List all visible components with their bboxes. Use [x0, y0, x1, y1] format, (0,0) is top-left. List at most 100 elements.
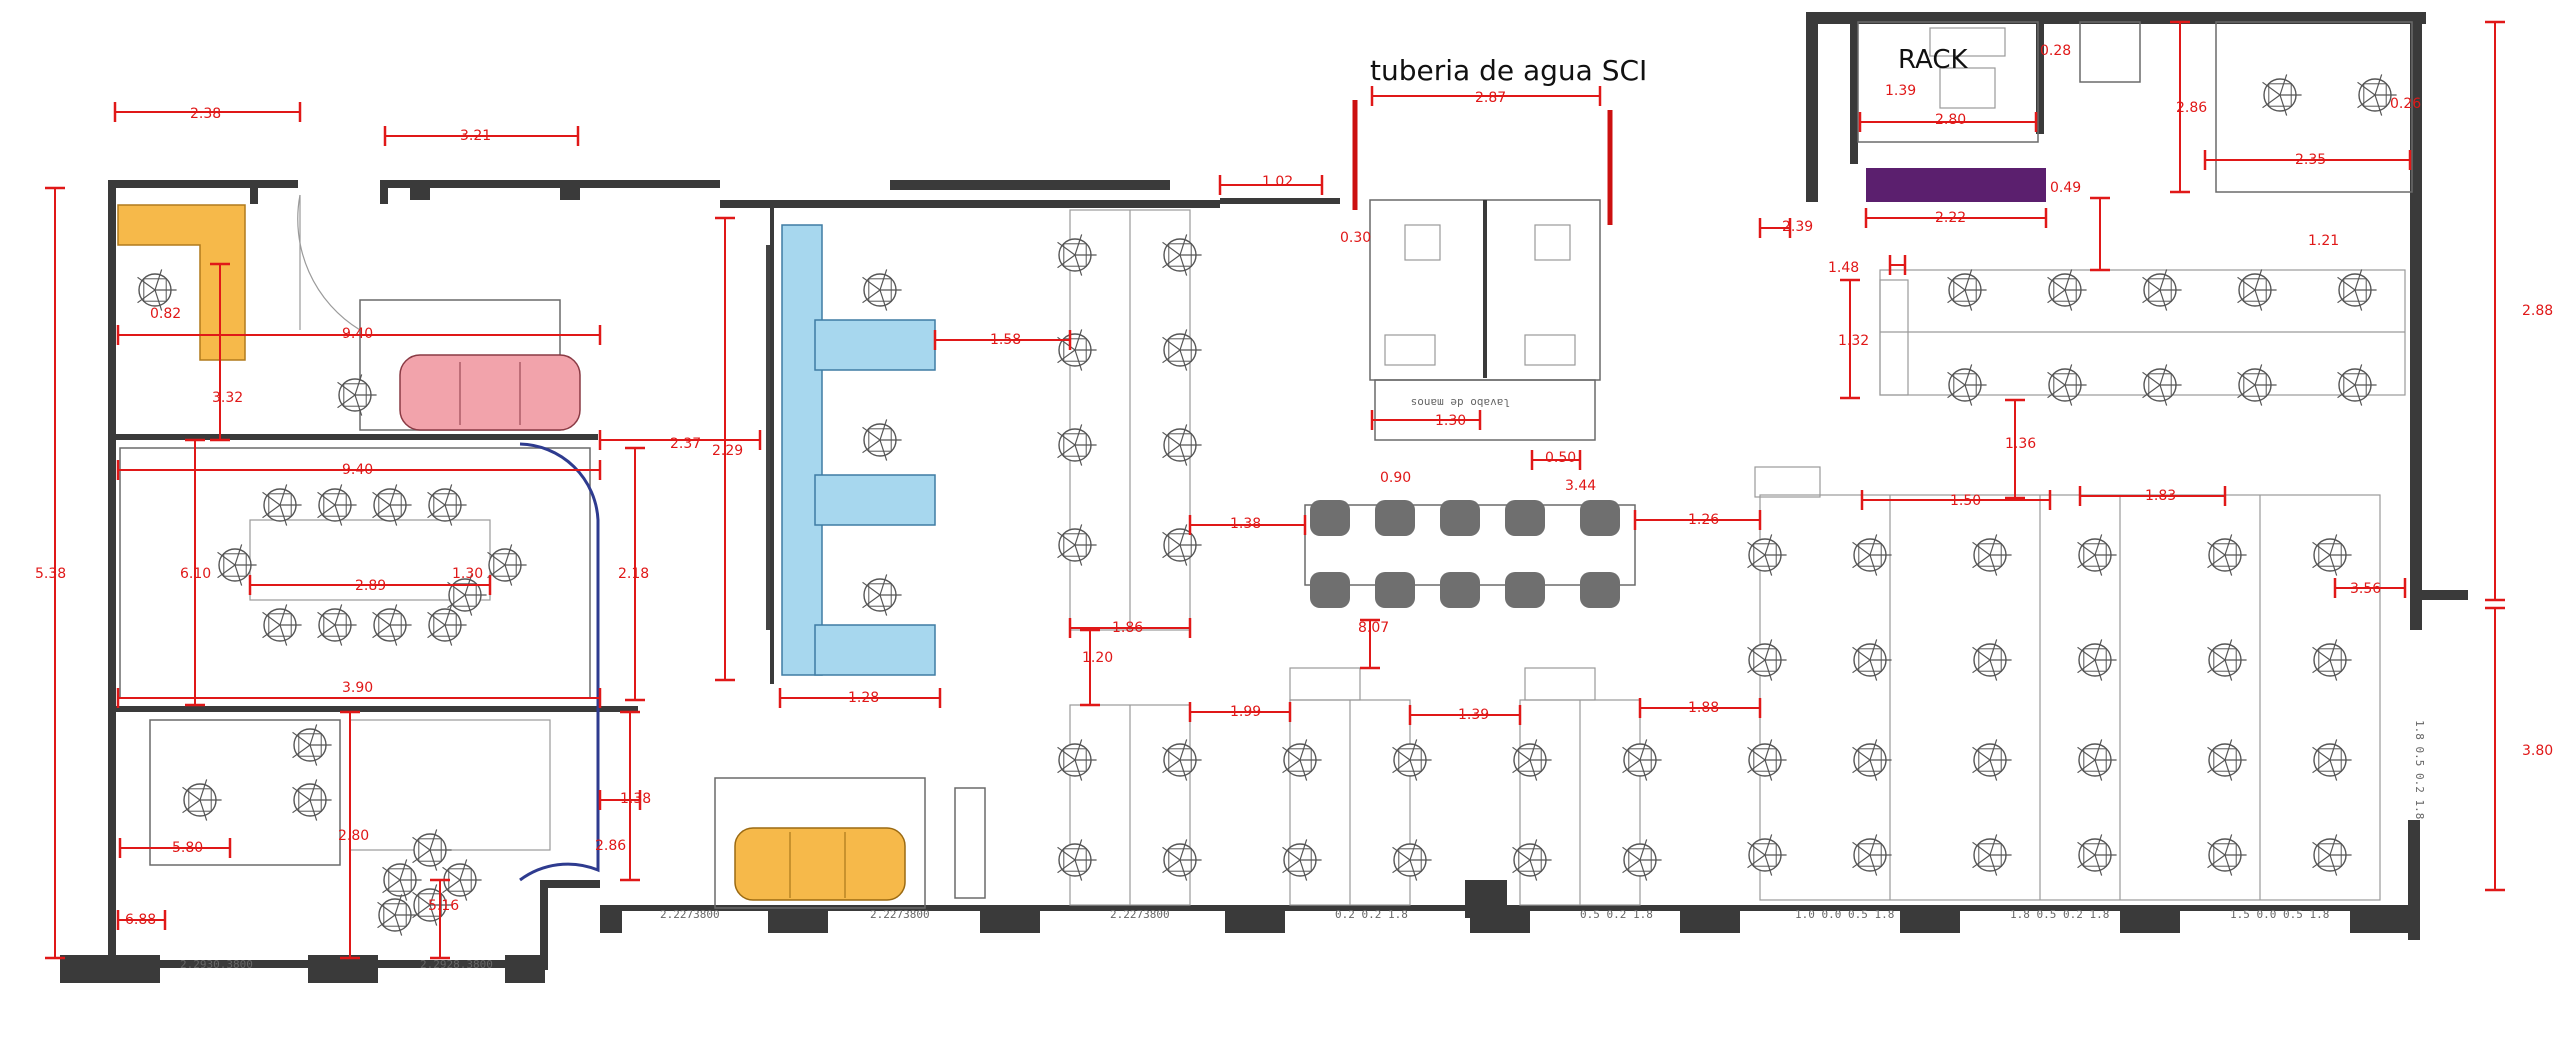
col-label-8: 1.5 0.0 0.5 1.8: [2230, 908, 2329, 921]
dim-158: 1.58: [990, 332, 1021, 348]
dim-610: 6.10: [180, 566, 211, 582]
chair-icon: [1392, 739, 1432, 781]
chair-icon: [2077, 834, 2117, 876]
chair-icon: [2077, 739, 2117, 781]
chair-icon: [862, 269, 902, 311]
dim-183: 1.83: [2145, 488, 2176, 504]
chair-icon: [412, 884, 452, 926]
blue-desk-2: [814, 474, 936, 526]
dim-940: 9.40: [342, 326, 373, 342]
dim-136: 1.36: [2005, 436, 2036, 452]
col-label-7: 1.8 0.5 0.2 1.8: [2010, 908, 2109, 921]
dim-238: 2.38: [190, 106, 221, 122]
dim-082: 0.82: [150, 306, 181, 322]
dim-139: 1.39: [1885, 83, 1916, 99]
chair-icon: [1162, 329, 1202, 371]
dim-138: 1.38: [1230, 516, 1261, 532]
chair-icon: [1057, 424, 1097, 466]
col-label-2: 2.2273800: [870, 908, 930, 921]
dim-287: 2.87: [1475, 90, 1506, 106]
dim-237: 2.37: [670, 436, 701, 452]
exterior-walls: [60, 12, 2468, 983]
chair-icon: [1622, 739, 1662, 781]
chair-icon: [2047, 364, 2087, 406]
chair-icon: [337, 374, 377, 416]
chair-icon: [1512, 739, 1552, 781]
chair-icon: [2312, 639, 2352, 681]
chair-icon: [382, 859, 422, 901]
col-label-4: 0.2 0.2 1.8: [1335, 908, 1408, 921]
chair-icon: [377, 894, 417, 936]
dim-580: 5.80: [172, 840, 203, 856]
dim-280b: 2.80: [338, 828, 369, 844]
dim-321: 3.21: [460, 128, 491, 144]
dim-940b: 9.40: [342, 462, 373, 478]
chair-icon: [2142, 364, 2182, 406]
chair-icon: [1972, 534, 2012, 576]
chair-icon: [137, 269, 177, 311]
communal-chair: [1310, 572, 1350, 608]
communal-chair: [1440, 500, 1480, 536]
dim-188: 1.88: [1688, 700, 1719, 716]
dim-030: 0.30: [1340, 230, 1371, 246]
chair-icon: [2207, 534, 2247, 576]
orange-sofa: [734, 827, 906, 901]
rack-label: RACK: [1898, 45, 1968, 75]
chair-icon: [1162, 524, 1202, 566]
dim-286b: 2.86: [595, 838, 626, 854]
dim-286: 2.86: [2176, 100, 2207, 116]
chair-icon: [2237, 269, 2277, 311]
chair-icon: [1852, 534, 1892, 576]
dim-090: 0.90: [1380, 470, 1411, 486]
chair-icon: [2337, 364, 2377, 406]
chair-icon: [2207, 639, 2247, 681]
chair-icon: [2077, 639, 2117, 681]
pink-sofa: [399, 354, 581, 431]
dimension-lines: [45, 20, 2505, 960]
chair-icon: [1057, 234, 1097, 276]
dim-229: 2.29: [712, 443, 743, 459]
chair-icon: [1162, 234, 1202, 276]
communal-chair: [1375, 500, 1415, 536]
dim-028: 0.28: [2040, 43, 2071, 59]
reception-desk: [117, 204, 246, 361]
chair-icon: [2357, 74, 2397, 116]
dim-807: 8.07: [1358, 620, 1389, 636]
dim-049: 0.49: [2050, 180, 2081, 196]
chair-icon: [182, 779, 222, 821]
chair-icon: [2207, 834, 2247, 876]
chair-icon: [1392, 839, 1432, 881]
chair-icon: [1747, 534, 1787, 576]
chair-icon: [427, 484, 467, 526]
chair-icon: [217, 544, 257, 586]
chair-icon: [1282, 739, 1322, 781]
dim-218: 2.18: [618, 566, 649, 582]
dim-121: 1.21: [2308, 233, 2339, 249]
dim-130: 1.30: [452, 566, 483, 582]
chair-icon: [317, 484, 357, 526]
chair-icon: [2047, 269, 2087, 311]
col-label-6: 1.0 0.0 0.5 1.8: [1795, 908, 1894, 921]
dim-538: 5.38: [35, 566, 66, 582]
chair-icon: [2312, 534, 2352, 576]
pipe-label: tuberia de agua SCI: [1370, 54, 1647, 87]
blue-desk-panel: [781, 224, 823, 676]
chair-icon: [447, 574, 487, 616]
dim-289: 2.89: [355, 578, 386, 594]
chair-icon: [1162, 424, 1202, 466]
chair-icon: [1947, 269, 1987, 311]
dim-186: 1.86: [1112, 620, 1143, 636]
dim-102: 1.02: [1262, 174, 1293, 190]
chair-icon: [2142, 269, 2182, 311]
chair-icon: [1162, 739, 1202, 781]
dim-235: 2.35: [2295, 152, 2326, 168]
chair-icon: [2237, 364, 2277, 406]
chair-icon: [2312, 834, 2352, 876]
chair-icon: [427, 604, 467, 646]
bottom-label-1: 2.2930.3800: [180, 958, 253, 971]
restroom-label: lavabo de manos: [1411, 396, 1510, 409]
dim-344: 3.44: [1565, 478, 1596, 494]
dim-050: 0.50: [1545, 450, 1576, 466]
dim-128: 1.28: [848, 690, 879, 706]
faint-labels: lavabo de manos 2.2273800 2.2273800 2.22…: [180, 396, 2426, 971]
